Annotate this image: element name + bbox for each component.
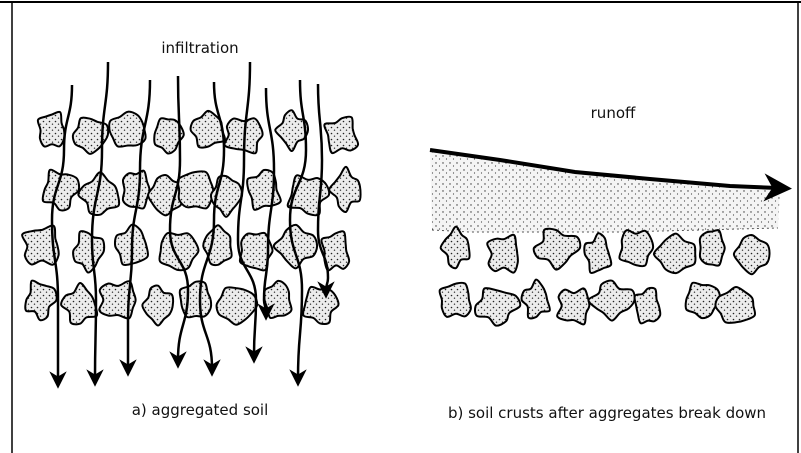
soil-aggregate (178, 171, 214, 208)
aggregates-group-a (22, 110, 361, 325)
panel-b-caption: b) soil crusts after aggregates break do… (448, 404, 766, 422)
soil-aggregate (475, 288, 520, 326)
soil-aggregate (303, 287, 338, 324)
soil-aggregate (109, 112, 146, 147)
soil-aggregate (619, 230, 653, 266)
runoff-label: runoff (591, 104, 636, 122)
soil-aggregate (25, 281, 56, 321)
infiltration-label: infiltration (161, 39, 238, 57)
soil-aggregate (274, 225, 317, 268)
soil-aggregate (61, 283, 97, 324)
soil-aggregate (440, 283, 471, 317)
soil-aggregate (324, 117, 358, 154)
soil-aggregate (522, 280, 550, 319)
infiltration-arrows (52, 62, 328, 380)
panel-a-aggregated-soil: infiltration a) aggregated soil (22, 39, 361, 419)
panel-b-soil-crust: runoff b) soil crusts after aggregates b… (430, 104, 780, 422)
soil-aggregate (557, 288, 589, 324)
soil-aggregate (217, 287, 258, 324)
infiltration-flow-arrow (92, 62, 108, 378)
soil-aggregate (654, 234, 696, 274)
soil-aggregate (534, 229, 581, 270)
soil-aggregate (142, 286, 173, 326)
soil-aggregate (487, 235, 518, 273)
soil-aggregate (247, 170, 281, 210)
soil-aggregate (441, 227, 470, 269)
soil-aggregate (734, 235, 770, 274)
soil-aggregate (635, 288, 661, 324)
soil-aggregate (715, 287, 755, 323)
soil-aggregate (584, 233, 611, 273)
panel-a-caption: a) aggregated soil (132, 401, 269, 419)
soil-aggregate (588, 281, 634, 321)
soil-aggregate (686, 283, 720, 319)
soil-aggregate (38, 112, 65, 147)
soil-aggregate (329, 167, 360, 212)
soil-aggregate (700, 230, 725, 266)
soil-aggregate (73, 231, 104, 272)
soil-crust-layer (430, 150, 780, 232)
soil-aggregate (159, 233, 198, 270)
soil-aggregate (264, 281, 291, 318)
aggregates-group-b (440, 227, 770, 326)
soil-aggregate (180, 281, 211, 317)
